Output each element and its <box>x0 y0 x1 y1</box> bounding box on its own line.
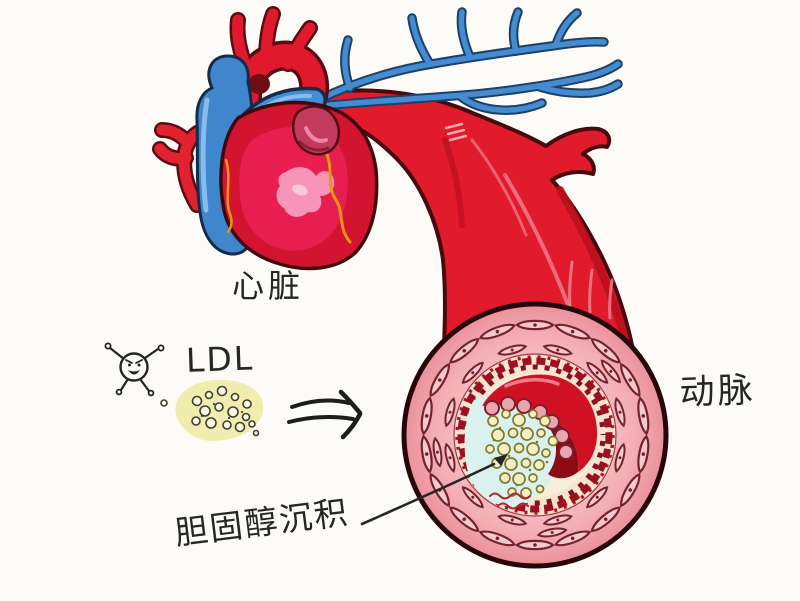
flow-arrow-icon <box>287 389 363 440</box>
ldl-character-icon <box>104 342 165 397</box>
ldl-particle-cluster <box>160 379 264 442</box>
ldl-label: LDL <box>185 338 255 379</box>
cholesterol-deposit-particles <box>485 409 559 499</box>
heart-illustration <box>152 6 379 271</box>
artery-label: 动脉 <box>679 371 756 414</box>
heart-label: 心脏 <box>232 267 304 305</box>
coronary-arteries <box>224 150 352 244</box>
deposit-pointer-arrow <box>360 454 508 526</box>
pulmonary-vessel-tree <box>313 7 623 115</box>
artery-cross-section <box>401 301 669 569</box>
blood-lumen <box>482 374 598 479</box>
atrial-appendage <box>292 105 341 156</box>
lumen-squiggles <box>489 492 531 510</box>
